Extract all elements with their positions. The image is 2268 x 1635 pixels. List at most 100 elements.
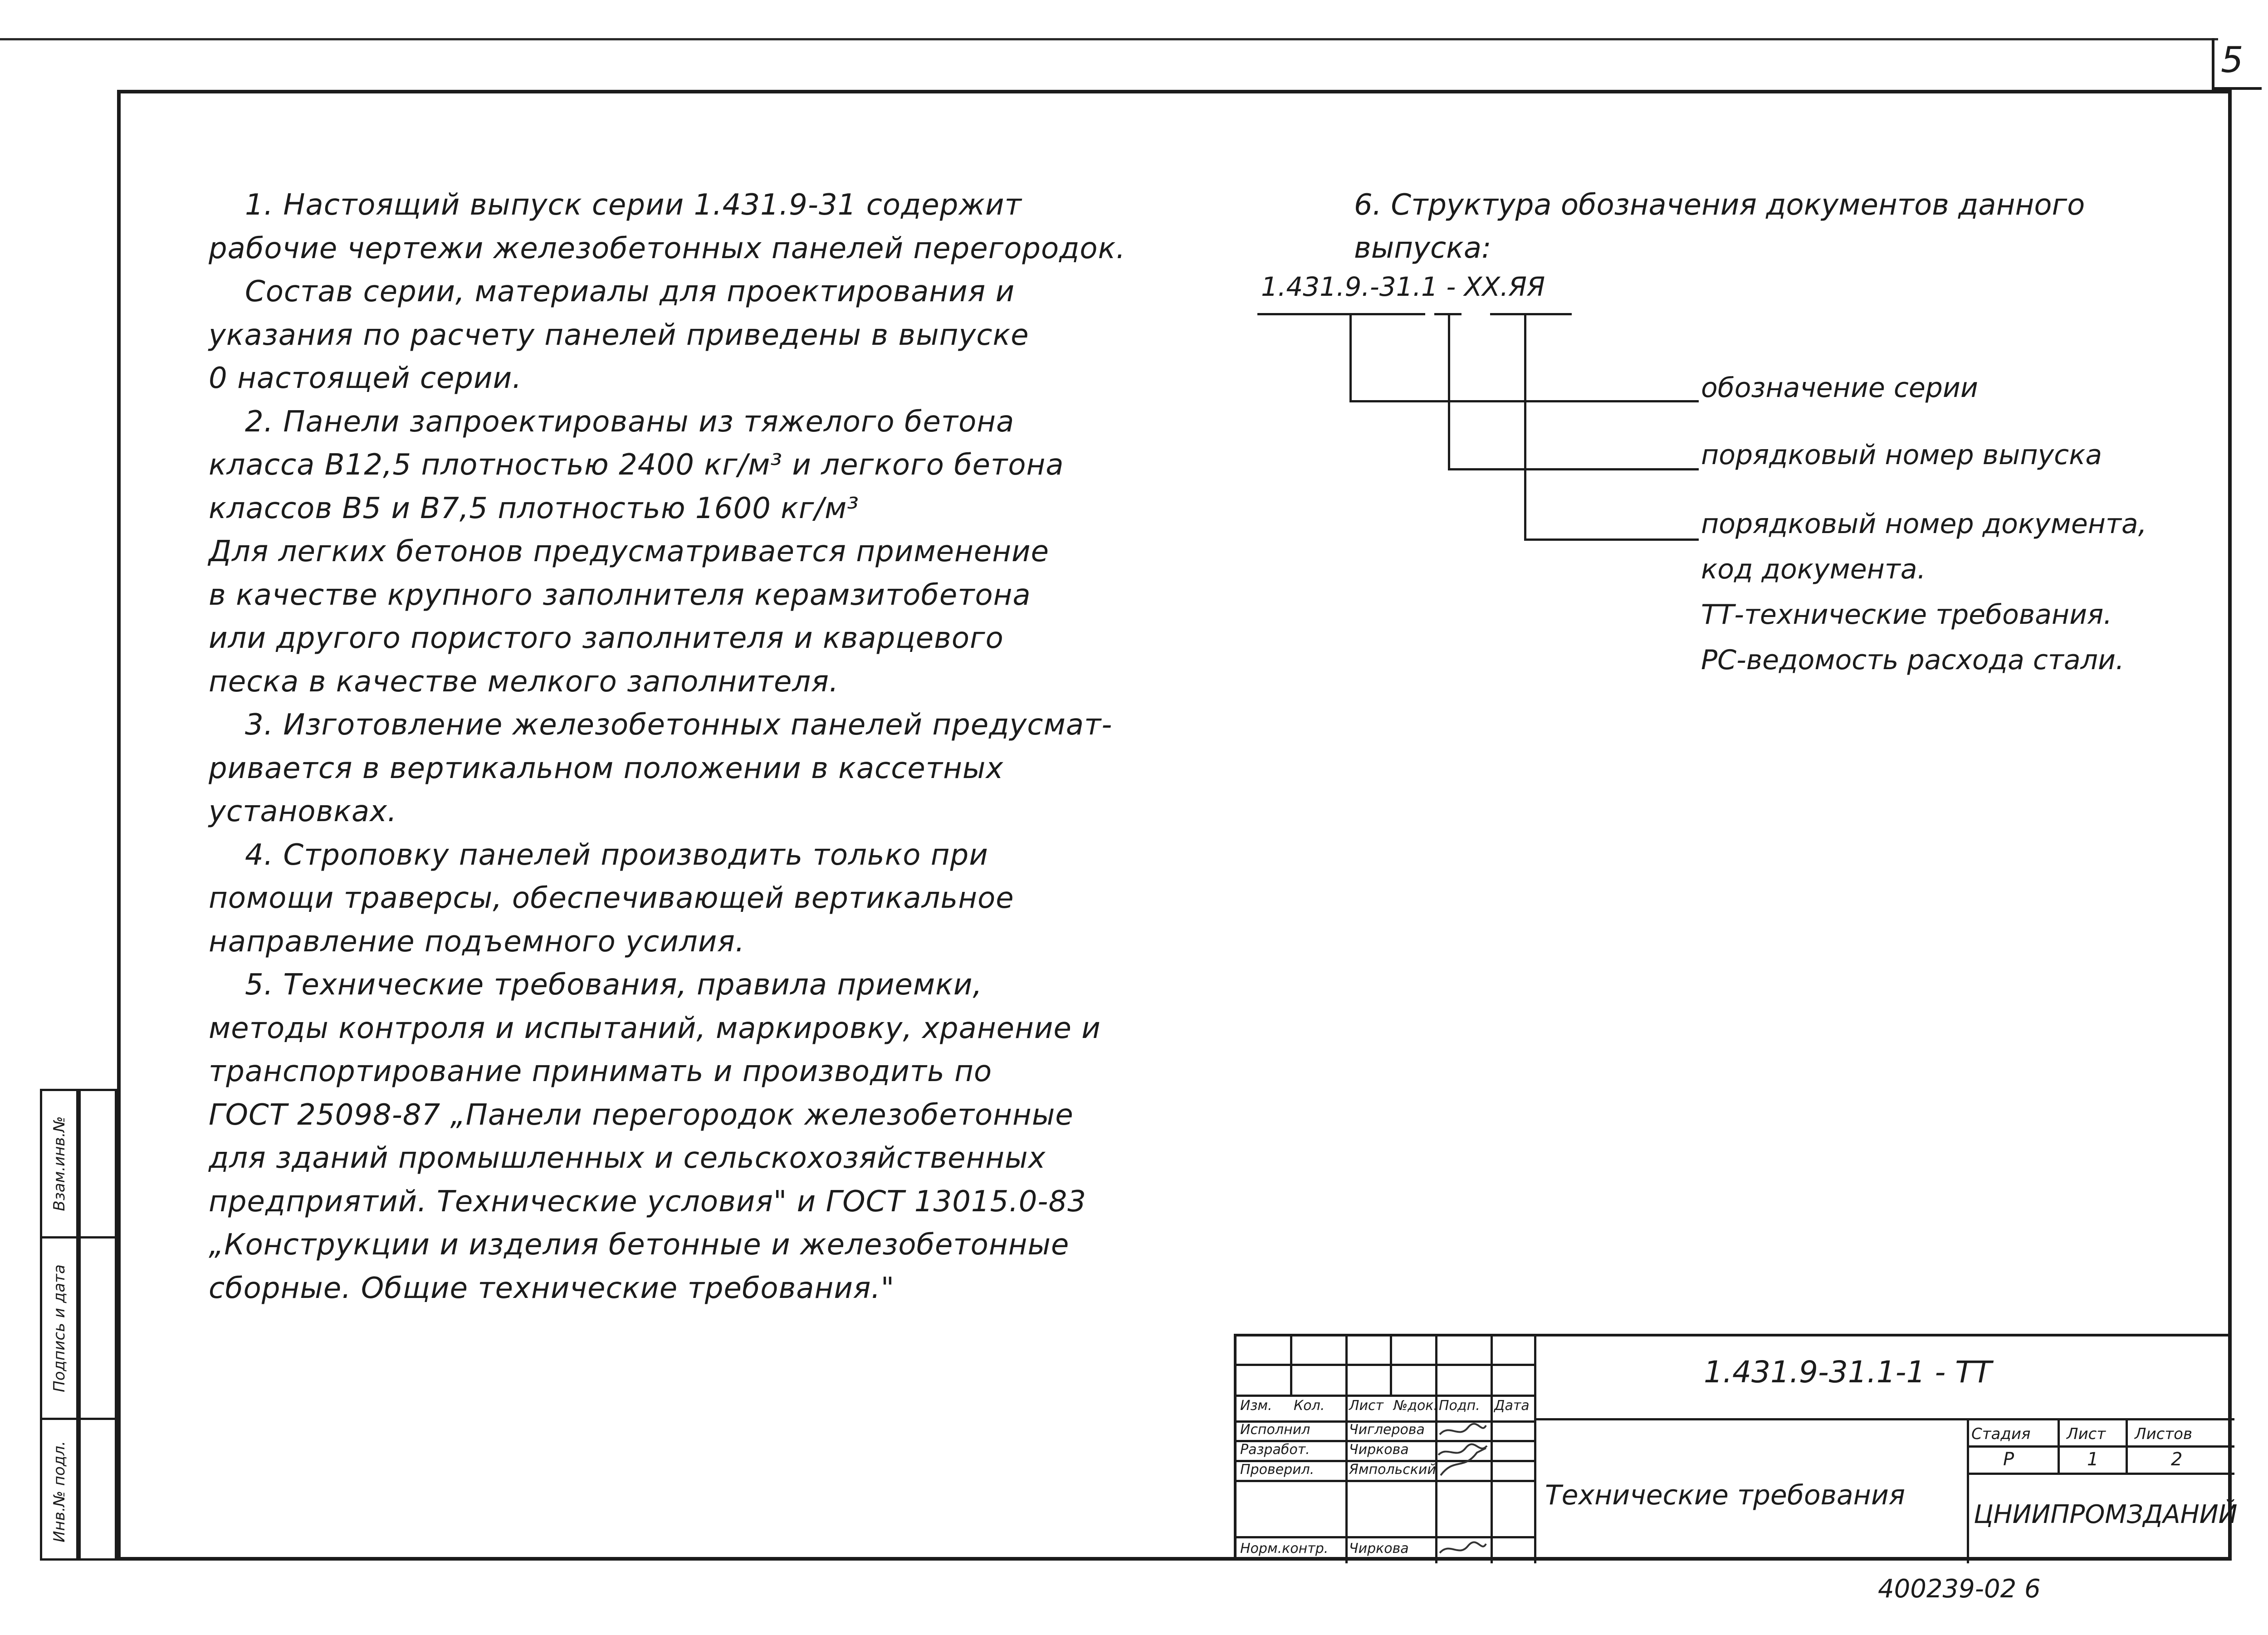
text-line: направление подъемного усилия.: [209, 925, 745, 959]
tb-grid-line: [1237, 1480, 1534, 1482]
technical-notes-text: 1. Настоящий выпуск серии 1.431.9-31 сод…: [209, 184, 1161, 1310]
page-number: 5: [2221, 40, 2244, 81]
structure-heading: 6. Структура обозначения документов данн…: [1354, 184, 2085, 270]
signature-scribbles: [1437, 1423, 1488, 1476]
structure-heading-line: выпуска:: [1354, 231, 1491, 265]
text-line: ривается в вертикальном положении в касс…: [209, 751, 1004, 785]
strip-cell: Подпись и дата: [42, 1236, 76, 1418]
strip-cell: Инв.№ подл.: [42, 1418, 76, 1563]
text-line: или другого пористого заполнителя и квар…: [209, 622, 1004, 655]
tb-grid-line: [1967, 1473, 2234, 1475]
tb-grid-line: [1345, 1336, 1348, 1563]
code-underline: [1257, 313, 1425, 315]
text-line: транспортирование принимать и производит…: [209, 1055, 992, 1088]
text-line: помощи траверсы, обеспечивающей вертикал…: [209, 881, 1014, 915]
text-line: указания по расчету панелей приведены в …: [209, 318, 1029, 352]
text-line: „Конструкции и изделия бетонные и железо…: [209, 1228, 1070, 1262]
leader-vertical: [1524, 315, 1526, 540]
tb-grid-line: [1491, 1336, 1493, 1563]
tb-header-label: Изм.: [1240, 1398, 1272, 1414]
tb-grid-line: [1435, 1336, 1437, 1563]
strip-divider: [81, 1418, 115, 1420]
tb-grid-line: [1534, 1336, 1536, 1563]
text-line: для зданий промышленных и сельскохозяйст…: [209, 1141, 1046, 1175]
tb-name: Чиркова: [1349, 1541, 1409, 1557]
text-line: 2. Панели запроектированы из тяжелого бе…: [245, 405, 1015, 439]
tb-role: Проверил.: [1240, 1462, 1315, 1478]
tb-header-label: Подп.: [1439, 1398, 1480, 1414]
designation-code: 1.431.9.-31.1 - ХХ.ЯЯ: [1261, 271, 1545, 302]
tb-grid-line: [1237, 1536, 1534, 1538]
structure-heading-line: 6. Структура обозначения документов данн…: [1354, 188, 2085, 222]
tb-role: Норм.контр.: [1240, 1541, 1329, 1557]
text-line: Состав серии, материалы для проектирован…: [245, 275, 1015, 308]
stage-label: Стадия: [1971, 1425, 2031, 1443]
legend-rs: РС-ведомость расхода стали.: [1701, 644, 2125, 676]
binding-strip-column: [78, 1089, 117, 1561]
signature-scribble: [1439, 1541, 1487, 1554]
drawing-frame: [117, 90, 2232, 1561]
tb-grid-line: [1534, 1418, 2234, 1420]
tb-grid-line: [1237, 1440, 1534, 1442]
text-line: класса В12,5 плотностью 2400 кг/м³ и лег…: [209, 448, 1064, 482]
title-block: Изм. Кол. Лист №док. Подп. Дата Исполнил…: [1234, 1334, 2238, 1563]
strip-label-signature-date: Подпись и дата: [50, 1264, 68, 1392]
strip-label-replaced-inv: Взам.инв.№: [50, 1116, 68, 1211]
leader-vertical: [1448, 315, 1450, 470]
text-line: установках.: [209, 795, 397, 828]
tb-header-label: Лист: [1349, 1398, 1384, 1414]
leader-horizontal: [1448, 468, 1699, 470]
tb-grid-line: [1967, 1445, 2234, 1448]
strip-label-original-inv: Инв.№ подл.: [50, 1440, 68, 1542]
tb-grid-line: [1237, 1395, 1534, 1397]
tb-role: Исполнил: [1240, 1422, 1310, 1438]
stage-value: Р: [2003, 1449, 2014, 1470]
tb-name: Чиркова: [1349, 1442, 1409, 1458]
sheet-label: Лист: [2067, 1425, 2106, 1443]
sheets-total-value: 2: [2171, 1449, 2183, 1470]
text-line: Для легких бетонов предусматривается при…: [209, 535, 1049, 568]
text-line: сборные. Общие технические требования.": [209, 1271, 895, 1305]
tb-role: Разработ.: [1240, 1442, 1310, 1458]
page-number-box: [2212, 38, 2262, 90]
text-line: предприятий. Технические условия" и ГОСТ…: [209, 1185, 1086, 1219]
top-border-line: [0, 38, 2218, 40]
legend-issue-number: порядковый номер выпуска: [1701, 439, 2102, 471]
tb-header-label: Кол.: [1294, 1398, 1325, 1414]
tb-grid-line: [2058, 1418, 2060, 1473]
text-line: 5. Технические требования, правила прием…: [245, 968, 982, 1002]
sheet-value: 1: [2087, 1449, 2099, 1470]
legend-tt: ТТ-технические требования.: [1701, 599, 2112, 631]
text-line: методы контроля и испытаний, маркировку,…: [209, 1011, 1101, 1045]
tb-grid-line: [1967, 1418, 1969, 1563]
text-line: песка в качестве мелкого заполнителя.: [209, 665, 839, 699]
strip-cell: Взам.инв.№: [42, 1091, 76, 1236]
text-line: 1. Настоящий выпуск серии 1.431.9-31 сод…: [245, 188, 1022, 222]
binding-strip-column: Взам.инв.№ Подпись и дата Инв.№ подл.: [40, 1089, 78, 1561]
tb-header-label: №док.: [1393, 1398, 1438, 1414]
tb-name: Чиглерова: [1349, 1422, 1425, 1438]
text-line: 0 настоящей серии.: [209, 362, 522, 395]
tb-name: Ямпольский: [1349, 1462, 1436, 1478]
text-line: ГОСТ 25098-87 „Панели перегородок железо…: [209, 1098, 1074, 1132]
text-line: в качестве крупного заполнителя керамзит…: [209, 578, 1031, 612]
tb-grid-line: [2126, 1418, 2128, 1473]
text-line: классов В5 и В7,5 плотностью 1600 кг/м³: [209, 491, 859, 525]
legend-series: обозначение серии: [1701, 372, 1978, 404]
text-line: 3. Изготовление железобетонных панелей п…: [245, 708, 1113, 742]
strip-divider: [81, 1236, 115, 1238]
tb-grid-line: [1237, 1460, 1534, 1462]
code-underline: [1490, 313, 1572, 315]
text-line: рабочие чертежи железобетонных панелей п…: [209, 231, 1126, 265]
text-line: 4. Строповку панелей производить только …: [245, 838, 988, 872]
leader-horizontal: [1524, 538, 1699, 541]
document-title: Технические требования: [1545, 1479, 1905, 1511]
tb-header-label: Дата: [1494, 1398, 1530, 1414]
tb-grid-line: [1237, 1420, 1534, 1423]
inventory-number: 400239-02 6: [1878, 1574, 2041, 1604]
legend-document-number: порядковый номер документа,: [1701, 508, 2147, 540]
legend-document-code: код документа.: [1701, 553, 1926, 585]
code-underline: [1434, 313, 1461, 315]
sheets-total-label: Листов: [2135, 1425, 2193, 1443]
document-designation: 1.431.9-31.1-1 - ТТ: [1704, 1355, 1992, 1390]
